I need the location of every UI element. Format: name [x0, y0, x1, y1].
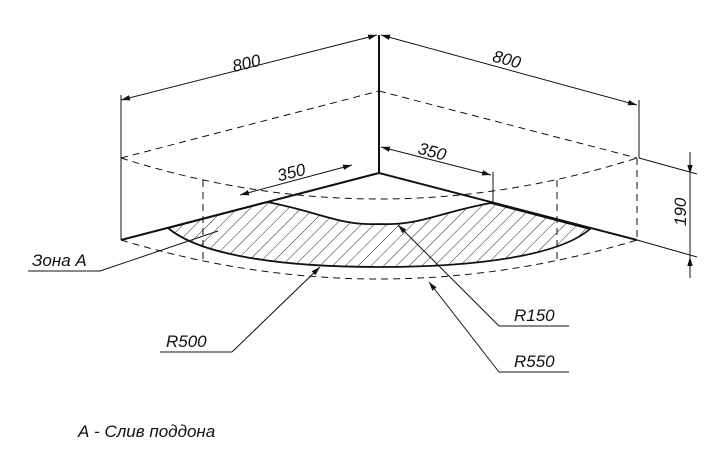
dimension-800-left-label: 800 — [230, 51, 263, 76]
leader-r550 — [428, 281, 569, 373]
r500-label: R500 — [166, 332, 207, 351]
dimension-350-right-label: 350 — [416, 139, 449, 165]
dimension-800-right — [380, 34, 640, 158]
dimension-350-left — [239, 164, 353, 196]
dimension-190 — [636, 152, 698, 278]
dimension-350-left-label: 350 — [275, 160, 308, 185]
leader-r150 — [397, 224, 569, 327]
hatched-zone — [166, 201, 592, 268]
leader-zone-a — [28, 230, 219, 272]
zone-a-label: Зона А — [32, 251, 87, 270]
dimension-190-label: 190 — [671, 197, 690, 226]
dimension-350-right — [380, 146, 494, 203]
leader-r500 — [160, 266, 321, 353]
dimension-800-left — [120, 34, 378, 240]
r150-label: R150 — [514, 306, 555, 325]
r550-label: R550 — [514, 352, 555, 371]
dimension-800-right-label: 800 — [491, 47, 524, 73]
drawing-caption: А - Слив поддона — [78, 422, 216, 441]
